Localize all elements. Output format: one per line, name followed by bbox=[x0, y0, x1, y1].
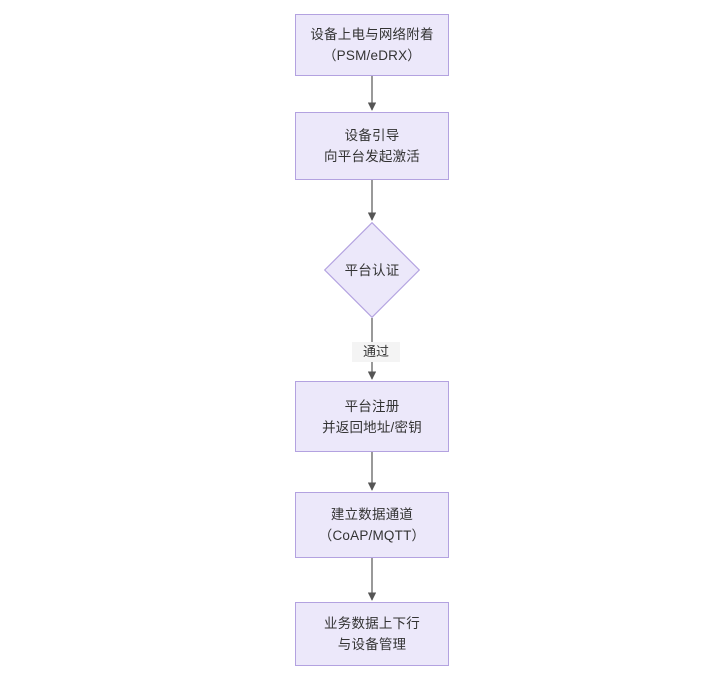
diamond-shape-icon bbox=[324, 222, 420, 318]
node-label-line2: 与设备管理 bbox=[337, 637, 407, 652]
node-label-line1: 平台认证 bbox=[344, 262, 400, 278]
node-platform-registration[interactable]: 平台注册 并返回地址/密钥 bbox=[295, 381, 449, 452]
node-device-bootstrap[interactable]: 设备引导 向平台发起激活 bbox=[295, 112, 449, 180]
node-label-line1: 建立数据通道 bbox=[330, 507, 414, 522]
node-device-power-on[interactable]: 设备上电与网络附着 （PSM/eDRX） bbox=[295, 14, 449, 76]
node-label-line1: 平台注册 bbox=[344, 398, 400, 414]
node-establish-data-channel[interactable]: 建立数据通道 （CoAP/MQTT） bbox=[295, 492, 449, 558]
node-business-data-and-device-management[interactable]: 业务数据上下行 与设备管理 bbox=[295, 602, 449, 666]
node-label-line1: 设备引导 bbox=[344, 128, 400, 143]
node-label-line1: 业务数据上下行 bbox=[324, 616, 420, 631]
edge-label-pass: 通过 bbox=[352, 342, 400, 362]
node-label-line2: 向平台发起激活 bbox=[324, 149, 420, 164]
node-label-line2: 并返回地址/密钥 bbox=[322, 419, 422, 435]
node-label-line1: 设备上电与网络附着 bbox=[310, 27, 434, 42]
node-label-line2: （PSM/eDRX） bbox=[322, 48, 422, 63]
edge-label-text: 通过 bbox=[362, 344, 389, 359]
node-platform-authentication[interactable]: 平台认证 bbox=[324, 222, 420, 318]
node-label-line2: （CoAP/MQTT） bbox=[318, 528, 426, 543]
